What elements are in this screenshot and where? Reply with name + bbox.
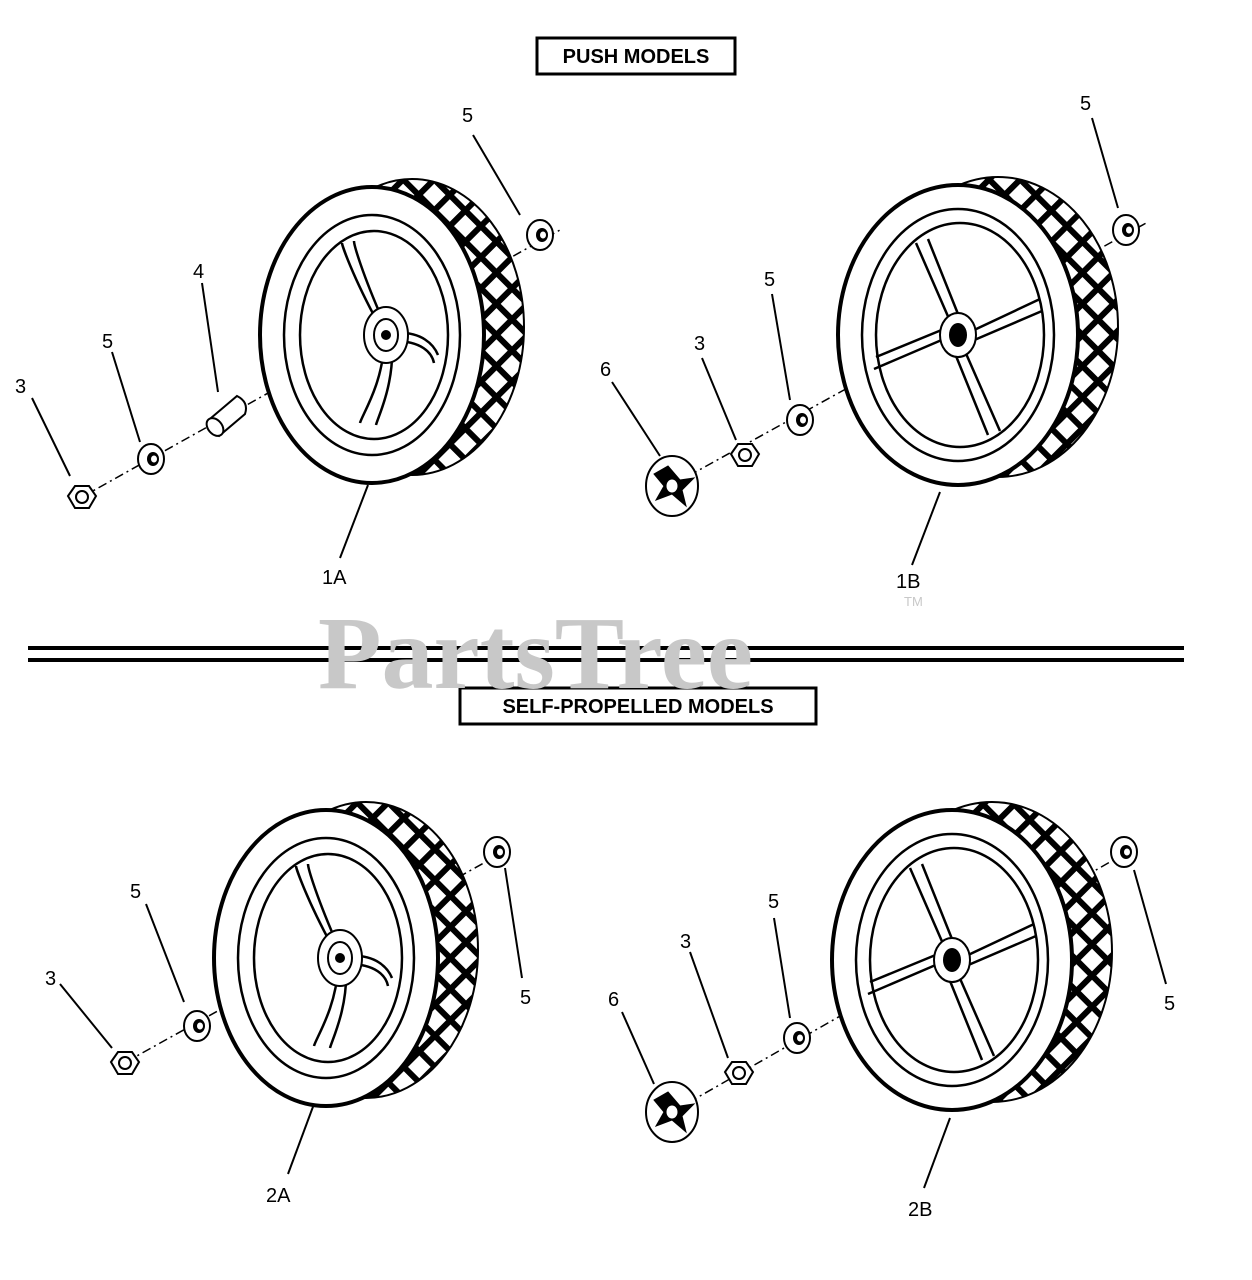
- push-models-title: PUSH MODELS: [563, 46, 710, 68]
- assembly-2b: 5 5 3 6 2B: [608, 800, 1175, 1221]
- spacer-1a: [202, 395, 247, 441]
- push-models-header: PUSH MODELS: [535, 36, 737, 76]
- self-propelled-header: SELF-PROPELLED MODELS: [458, 686, 818, 726]
- washer-2b-inner: [783, 1022, 811, 1054]
- callout-1a-washer-inner: 5: [102, 331, 113, 353]
- wheel-1b: [836, 175, 1120, 487]
- nut-1b: [730, 443, 760, 467]
- callout-2a-wheel: 2A: [266, 1185, 291, 1207]
- callout-2b-washer-inner: 5: [768, 891, 779, 913]
- hubcap-1b: [645, 455, 699, 517]
- watermark-text: PartsTree: [318, 596, 753, 711]
- callout-1b-wheel: 1B: [896, 571, 920, 593]
- nut-1a: [67, 485, 97, 509]
- watermark-tm: TM: [904, 594, 923, 609]
- hubcap-2b: [645, 1081, 699, 1143]
- callout-2b-hubcap: 6: [608, 989, 619, 1011]
- self-propelled-title: SELF-PROPELLED MODELS: [502, 696, 773, 718]
- assembly-1b: 5 5 3 6 1B: [600, 93, 1149, 593]
- assembly-2a: 5 5 3 2A: [45, 800, 531, 1207]
- callout-2b-wheel: 2B: [908, 1199, 932, 1221]
- callout-2b-washer-outer: 5: [1164, 993, 1175, 1015]
- washer-1a-outer: [526, 219, 554, 251]
- section-divider: [28, 646, 1184, 662]
- callout-1a-wheel: 1A: [322, 567, 347, 589]
- wheel-2a: [212, 800, 480, 1108]
- callout-1a-spacer: 4: [193, 261, 204, 283]
- callout-1b-nut: 3: [694, 333, 705, 355]
- assembly-1a: 5 4 5 3 1A: [15, 105, 561, 589]
- callout-2a-washer-inner: 5: [130, 881, 141, 903]
- callout-2a-nut: 3: [45, 968, 56, 990]
- callout-2a-washer-outer: 5: [520, 987, 531, 1009]
- callout-1a-nut: 3: [15, 376, 26, 398]
- callout-1b-washer-inner: 5: [764, 269, 775, 291]
- washer-2b-outer: [1110, 836, 1138, 868]
- washer-2a-outer: [483, 836, 511, 868]
- watermark: PartsTree TM: [318, 594, 923, 711]
- callout-1b-hubcap: 6: [600, 359, 611, 381]
- wheel-2b: [830, 800, 1114, 1112]
- callout-1b-washer-outer: 5: [1080, 93, 1091, 115]
- callout-1a-washer-outer: 5: [462, 105, 473, 127]
- washer-1b-inner: [786, 404, 814, 436]
- nut-2b: [724, 1061, 754, 1085]
- washer-1a-inner: [137, 443, 165, 475]
- callout-2b-nut: 3: [680, 931, 691, 953]
- washer-2a-inner: [183, 1010, 211, 1042]
- wheel-1a: [258, 177, 526, 485]
- nut-2a: [110, 1051, 140, 1075]
- washer-1b-outer: [1112, 214, 1140, 246]
